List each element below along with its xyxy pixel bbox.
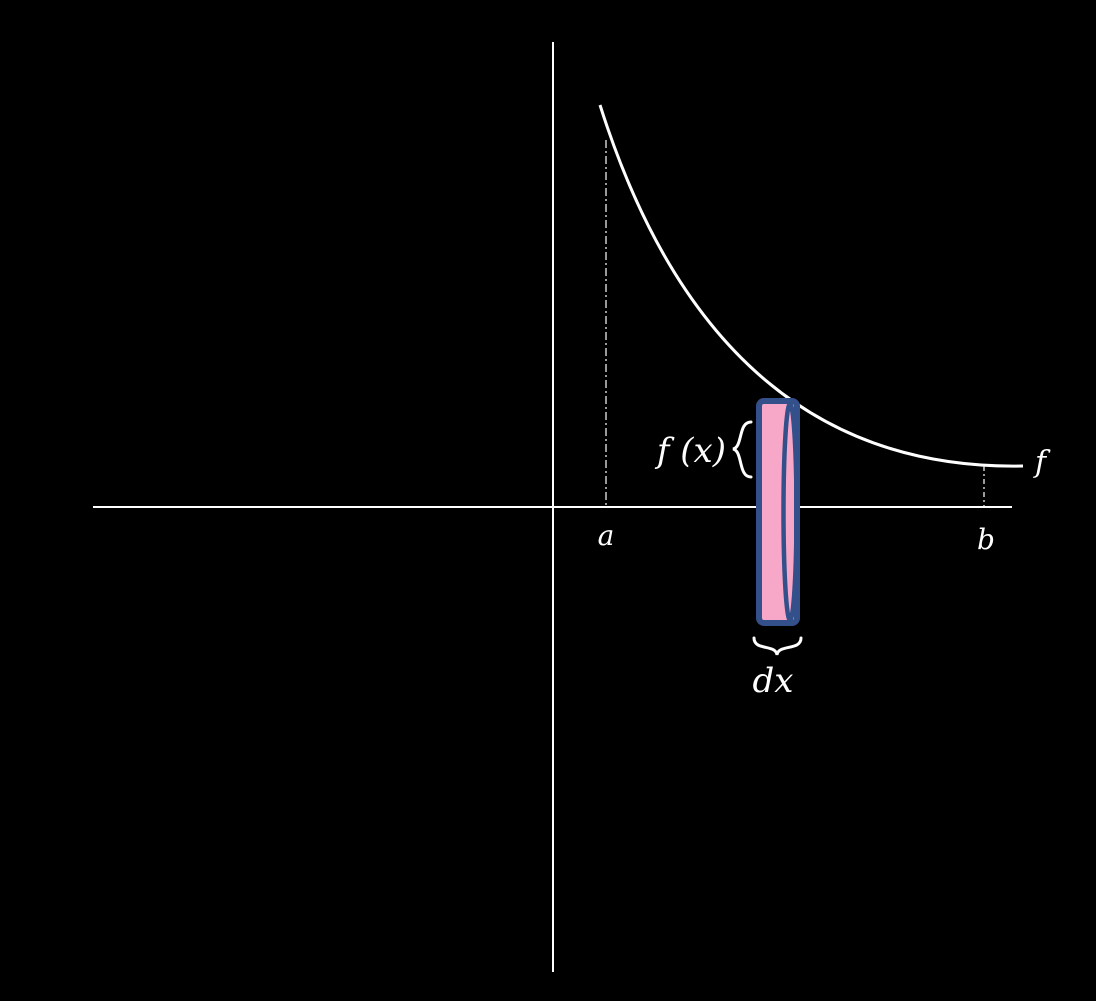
label-dx: dx bbox=[753, 661, 794, 701]
label-b: b bbox=[977, 523, 995, 556]
disk-slice bbox=[756, 398, 800, 626]
function-curve bbox=[598, 104, 1024, 468]
label-f: f bbox=[1033, 445, 1051, 480]
label-a: a bbox=[598, 519, 615, 552]
disk-slice-rim bbox=[781, 401, 799, 623]
label-fx: f (x) bbox=[654, 431, 726, 471]
dx-brace bbox=[752, 636, 803, 656]
fx-brace bbox=[732, 420, 753, 479]
